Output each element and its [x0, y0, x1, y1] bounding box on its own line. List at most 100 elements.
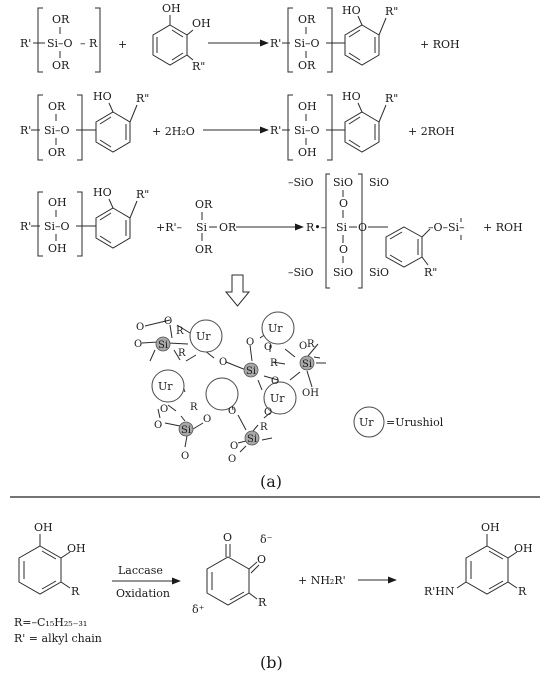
- r-double-prime-label: R": [192, 60, 205, 73]
- siloxane-urushiol-network: Ur Ur Ur Ur Si Si Si Si Si O O O O O O O: [134, 311, 444, 465]
- urushiol-catechol: OH OH R: [18, 521, 86, 598]
- or-label: OR: [52, 59, 70, 72]
- network-bonds: [141, 319, 321, 453]
- r-label: R: [176, 326, 184, 337]
- water-reagent: + 2H₂O: [152, 125, 195, 138]
- silicon-atom: [243, 362, 259, 378]
- ho-label: HO: [342, 4, 361, 17]
- o-label: O: [164, 316, 172, 327]
- ur-label: Ur: [268, 322, 283, 335]
- or-label: OR: [52, 13, 70, 26]
- oh-label: OH: [514, 542, 533, 555]
- r-double-prime-label: R": [385, 5, 398, 18]
- r-prime-definition: R' = alkyl chain: [14, 632, 102, 645]
- o-label: O: [154, 420, 162, 431]
- o-label: O: [339, 197, 348, 210]
- silicon-atoms: Si Si Si Si Si: [155, 336, 315, 446]
- r-double-prime-label: R": [385, 92, 398, 105]
- r-double-prime-label: R": [424, 266, 437, 279]
- oh-label: OH: [48, 196, 67, 209]
- product-1: R' OR Si–O OR HO R": [270, 4, 398, 73]
- oxygen-labels: O O O O O O O O O O O O O O O O: [134, 316, 307, 465]
- o-label: O: [257, 553, 266, 566]
- roh-byproduct: + ROH: [420, 38, 460, 51]
- silane-reactant: OR R' Si–O – R OR: [20, 7, 101, 73]
- roh-byproduct: + 2ROH: [408, 125, 455, 138]
- sio-label: SiO: [369, 176, 389, 189]
- ur-label: Ur: [359, 416, 374, 429]
- silyl-ether: R' OR Si–O OR HO R": [20, 90, 149, 161]
- or-label: OR: [298, 59, 316, 72]
- silicon-atom: [299, 355, 315, 371]
- or-label: OR: [48, 146, 66, 159]
- r-label: R: [260, 422, 268, 433]
- r-prime-label: R': [20, 124, 31, 137]
- o-label: O: [230, 441, 238, 452]
- o-si-label: –O–Si–: [428, 221, 465, 234]
- urushiol-legend: Ur =Urushiol: [353, 406, 444, 438]
- sio-label: –SiO: [288, 176, 314, 189]
- o-label: O: [299, 341, 307, 352]
- amine-reagent: + NH₂R': [298, 574, 346, 587]
- oh-label: OH: [48, 242, 67, 255]
- sio-label: SiO: [369, 266, 389, 279]
- silicon-atom: [155, 336, 171, 352]
- oh-label: OH: [481, 521, 500, 534]
- sio-label: –SiO: [288, 266, 314, 279]
- panel-b-label: (b): [260, 653, 283, 672]
- o-label: O: [136, 322, 144, 333]
- urushiol-circle: [263, 381, 297, 415]
- o-label: O: [339, 243, 348, 256]
- ortho-quinone: O O δ⁻ δ⁺ R: [192, 531, 273, 616]
- panel-a-label: (a): [260, 472, 282, 491]
- r-label: R: [190, 402, 198, 413]
- urushiol-legend-text: =Urushiol: [386, 416, 444, 429]
- oxidation-label: Oxidation: [116, 587, 170, 600]
- equation-2: R' OR Si–O OR HO R" + 2H₂O R' OH: [20, 90, 455, 161]
- r-label: R: [518, 585, 527, 598]
- ur-label: Ur: [196, 330, 211, 343]
- o-label: O: [219, 357, 227, 368]
- o-label: O: [264, 407, 272, 418]
- r-double-prime-label: R": [136, 188, 149, 201]
- ho-label: HO: [93, 186, 112, 199]
- silane-reagent: +R'– Si OR OR OR: [156, 198, 237, 256]
- or-label: OR: [195, 198, 213, 211]
- r-label: R: [71, 585, 80, 598]
- o-label: O: [246, 337, 254, 348]
- r-prime-label: R': [270, 37, 281, 50]
- o-label: O: [160, 404, 168, 415]
- o-label: O: [203, 414, 211, 425]
- si-o-label: Si–O: [294, 124, 320, 137]
- hollow-down-arrow: [224, 274, 251, 307]
- si-label: Si: [196, 221, 208, 234]
- o-label: O: [223, 531, 232, 544]
- r-double-prime-label: R": [136, 92, 149, 105]
- oh-label: OH: [302, 388, 319, 399]
- o-label: O: [181, 451, 189, 462]
- ho-label: HO: [93, 90, 112, 103]
- oh-label: OH: [34, 521, 53, 534]
- si-o-label: Si–O: [294, 37, 320, 50]
- si-label: Si: [302, 359, 312, 370]
- si-o-label: Si–O: [44, 220, 70, 233]
- o-label: O: [264, 342, 272, 353]
- amino-catechol-product: OH OH R R'HN: [424, 521, 533, 598]
- oh-label: OH: [162, 2, 181, 15]
- roh-byproduct: + ROH: [483, 221, 523, 234]
- rhn-label: R'HN: [424, 585, 455, 598]
- r-prime-reagent-label: +R'–: [156, 221, 183, 234]
- o-label: O: [228, 406, 236, 417]
- urushiol-circle: [205, 377, 239, 411]
- r-label: R: [178, 348, 186, 359]
- silanol-product: R' OH Si–O OH HO R": [270, 90, 398, 161]
- si-label: Si: [336, 221, 348, 234]
- laccase-label: Laccase: [118, 564, 163, 577]
- si-label: Si: [158, 340, 168, 351]
- o-label: O: [134, 339, 142, 350]
- r-dot-label: R•–: [306, 221, 327, 234]
- plus-sign: +: [118, 38, 127, 51]
- r-label: – R: [80, 37, 98, 50]
- sio-label: SiO: [333, 266, 353, 279]
- panel-b-scheme: OH OH R Laccase Oxidation O O δ⁻ δ⁺ R + …: [14, 521, 533, 645]
